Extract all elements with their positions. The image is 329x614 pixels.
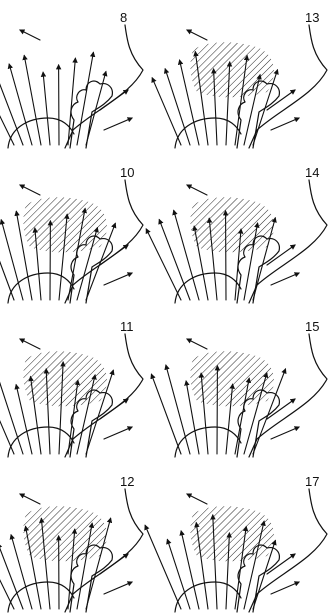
flow-arrow — [267, 90, 295, 110]
flow-arrow — [104, 273, 132, 285]
flow-arrow — [151, 374, 181, 454]
flow-arrow — [145, 525, 181, 609]
panel-14: 14 — [146, 165, 327, 303]
panel-label: 15 — [305, 319, 319, 334]
flow-arrow — [43, 72, 50, 145]
flow-arrow — [20, 494, 40, 504]
flow-arrow — [165, 69, 190, 145]
panel-15: 15 — [151, 319, 327, 457]
flow-arrow — [104, 427, 132, 439]
flow-arrow — [146, 229, 181, 300]
panel-label: 13 — [305, 10, 319, 25]
flow-arrow — [100, 554, 128, 574]
panel-17: 17 — [145, 474, 327, 612]
flow-arrow — [187, 339, 207, 349]
flow-arrow — [20, 339, 40, 349]
panel-label: 14 — [305, 165, 319, 180]
flow-arrow — [104, 582, 132, 594]
flow-arrow — [187, 185, 207, 195]
flow-arrow — [0, 73, 23, 145]
flow-arrow — [271, 273, 299, 285]
flow-arrow — [104, 118, 132, 130]
panel-label: 11 — [120, 319, 134, 334]
panel-8: 8 — [0, 10, 143, 148]
flow-arrow — [24, 56, 41, 145]
flow-arrow — [187, 494, 207, 504]
hatched-region — [190, 197, 274, 252]
hatched-region — [23, 506, 107, 561]
panel-label: 17 — [305, 474, 319, 489]
flow-arrow — [271, 582, 299, 594]
flow-arrow — [267, 245, 295, 265]
flow-arrow — [20, 185, 40, 195]
panel-11: 11 — [0, 319, 143, 457]
flow-arrow — [167, 540, 190, 609]
flow-arrow — [20, 30, 40, 40]
panel-10: 10 — [0, 165, 143, 303]
panel-12: 12 — [0, 474, 143, 612]
panel-label: 10 — [120, 165, 134, 180]
flow-arrow — [100, 90, 128, 110]
flow-arrow — [271, 427, 299, 439]
flow-arrow — [267, 554, 295, 574]
central-body — [70, 81, 112, 148]
panel-label: 12 — [120, 474, 134, 489]
panel-13: 13 — [152, 10, 327, 148]
flow-arrow — [0, 530, 14, 609]
panel-label: 8 — [120, 10, 127, 25]
flow-arrow — [152, 78, 181, 145]
flow-arrow — [187, 30, 207, 40]
flow-arrow — [166, 365, 190, 454]
flow-arrow — [271, 118, 299, 130]
flow-arrow — [77, 52, 93, 145]
flow-arrow — [100, 245, 128, 265]
flow-arrow — [0, 369, 23, 454]
hatched-region — [190, 42, 274, 97]
flow-arrow — [267, 399, 295, 419]
flow-arrow — [100, 399, 128, 419]
